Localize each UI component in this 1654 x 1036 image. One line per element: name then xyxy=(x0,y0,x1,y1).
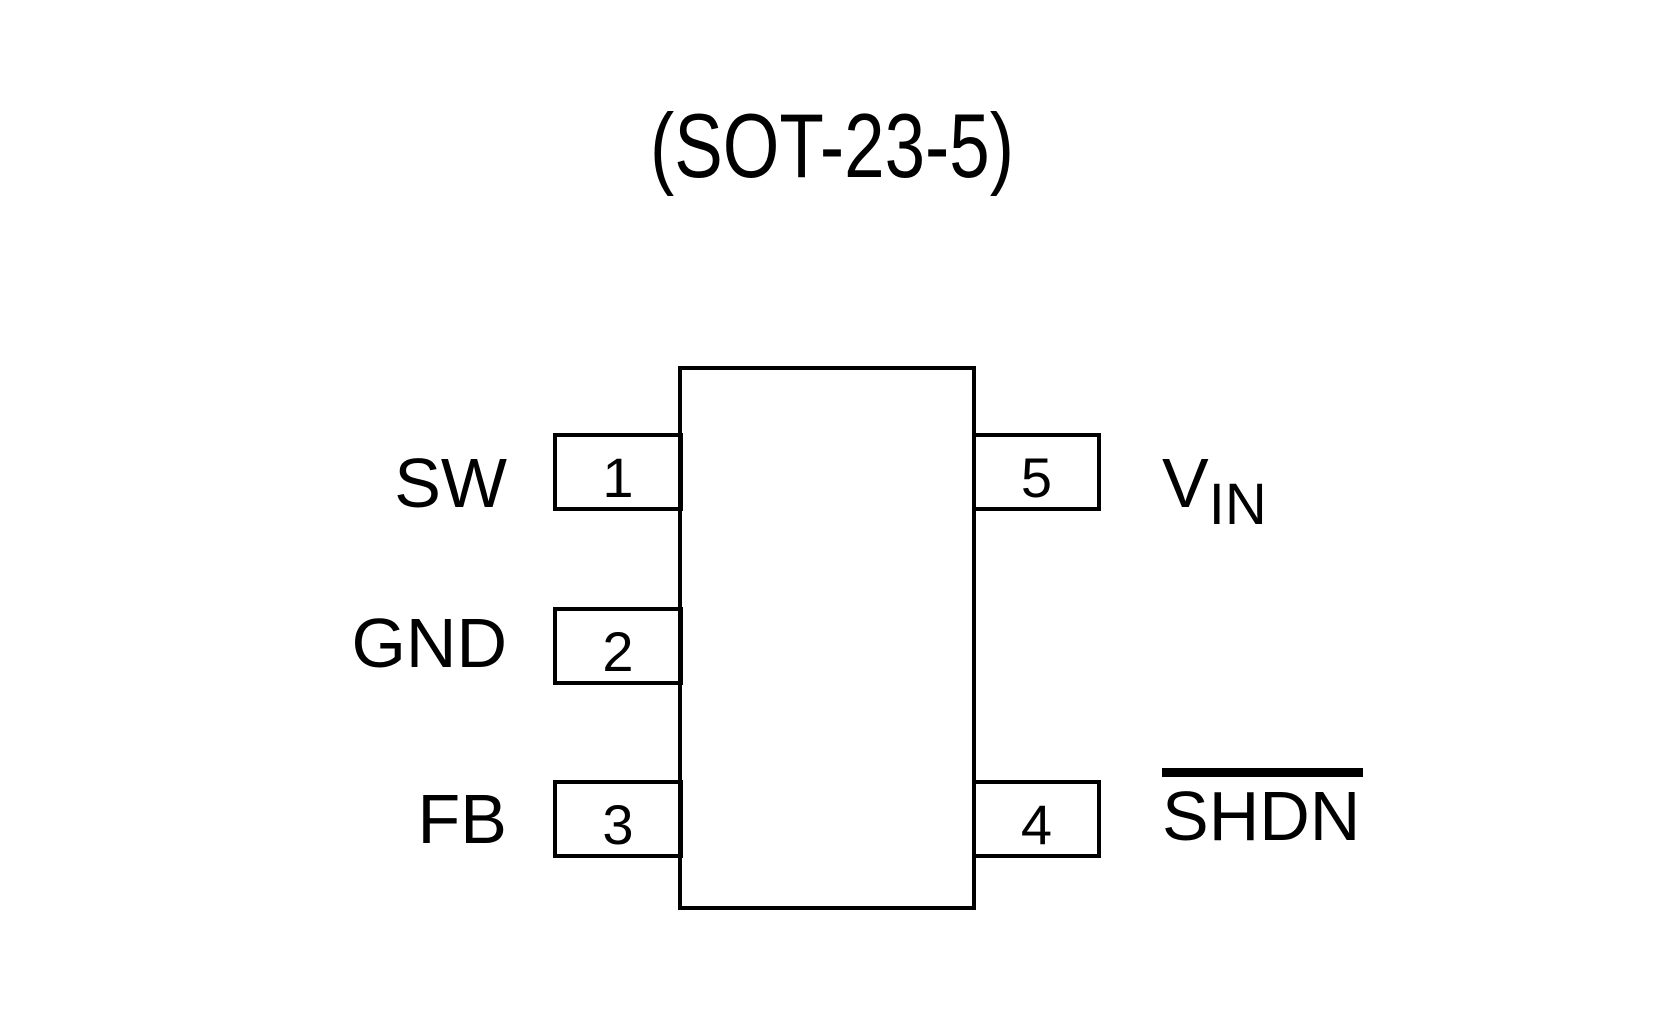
pin-box-2: 2 xyxy=(553,607,683,685)
vin-label-main: V xyxy=(1162,444,1209,522)
pin-2-number: 2 xyxy=(602,620,634,683)
pin-label-shdn: SHDN xyxy=(1162,777,1361,855)
vin-label-subscript: IN xyxy=(1208,472,1267,537)
pin-box-3: 3 xyxy=(553,780,683,858)
pin-3-number: 3 xyxy=(602,793,634,856)
pin-box-5: 5 xyxy=(972,433,1101,511)
pin-label-sw: SW xyxy=(394,444,507,522)
package-title: (SOT-23-5) xyxy=(649,96,1015,197)
pin-label-gnd: GND xyxy=(351,604,507,682)
shdn-overline xyxy=(1162,768,1363,777)
pin-label-fb: FB xyxy=(417,780,507,858)
ic-body xyxy=(678,366,976,910)
pin-box-4: 4 xyxy=(972,780,1101,858)
pin-label-vin: VIN xyxy=(1162,448,1267,534)
pin-1-number: 1 xyxy=(602,446,634,509)
pin-4-number: 4 xyxy=(1020,793,1053,856)
pin-box-1: 1 xyxy=(553,433,683,511)
pin-5-number: 5 xyxy=(1020,446,1053,509)
